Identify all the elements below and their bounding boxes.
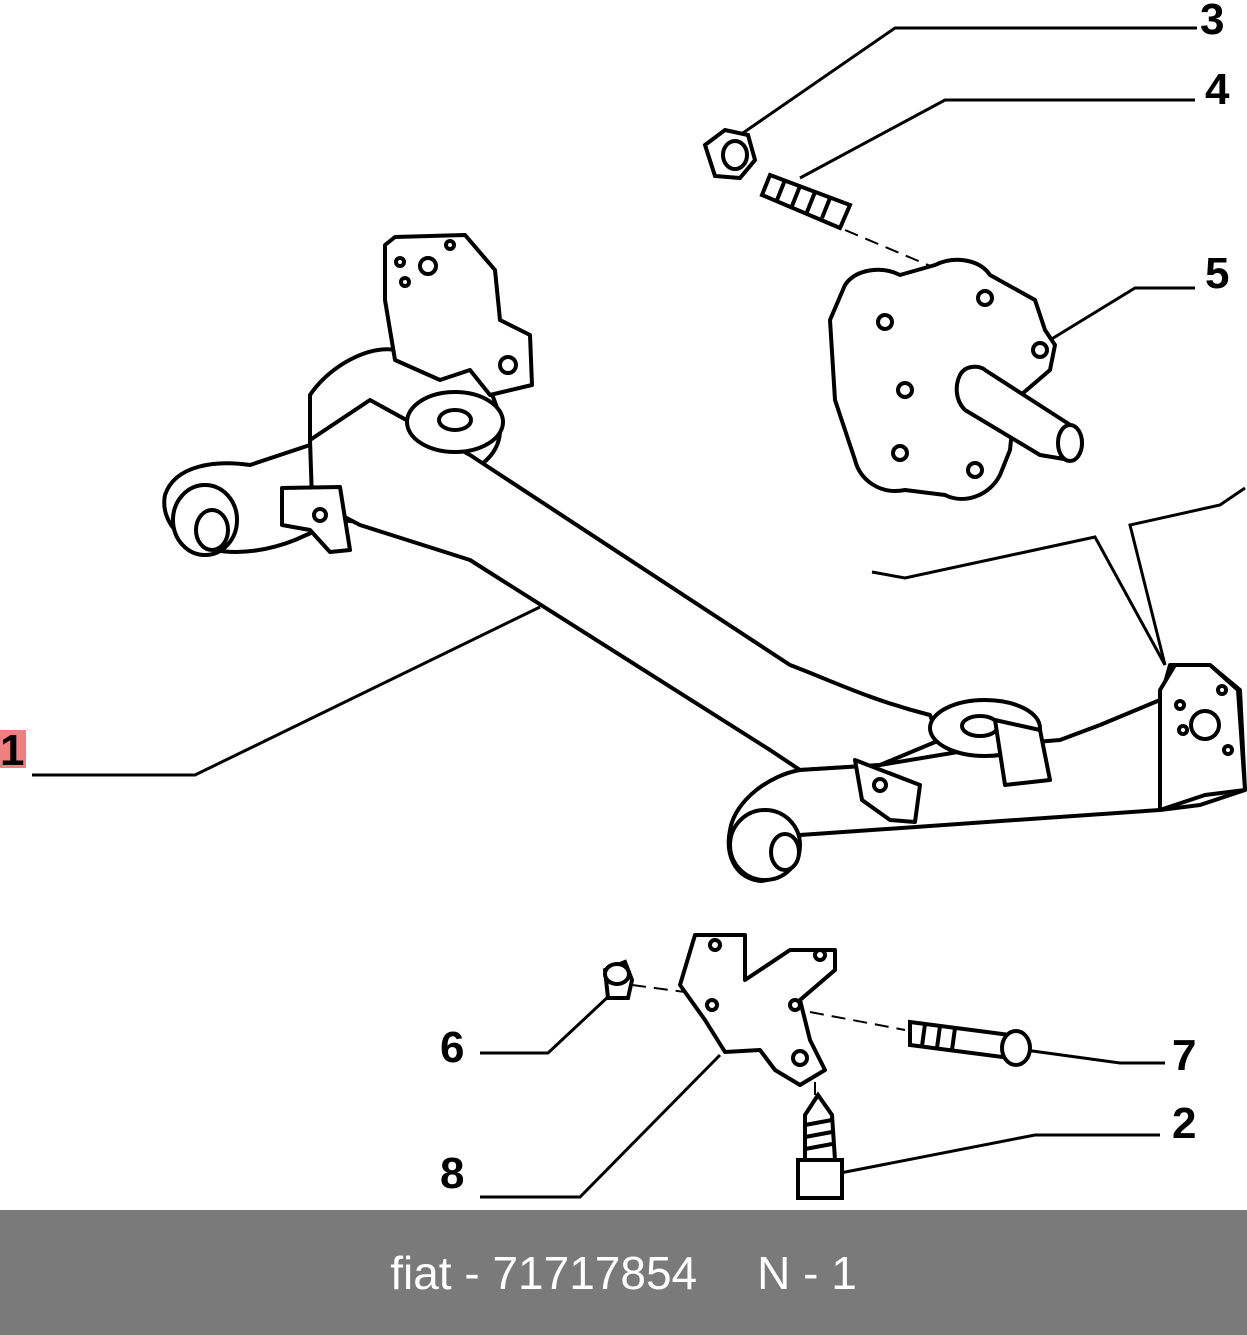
callout-2: 2 [1172,1099,1196,1148]
callout-6: 6 [440,1023,464,1072]
parts-diagram: 1 2 3 4 5 6 7 8 [0,0,1247,1200]
callout-1: 1 [0,726,24,775]
bushing-part-6 [602,959,635,1000]
stud-part-4 [759,172,853,231]
bracket-part-8 [678,933,837,1087]
leader-line-3 [739,26,1197,137]
callout-5: 5 [1205,249,1229,298]
callout-1-highlight [0,730,26,768]
leader-line-arm-2 [1128,486,1246,666]
leader-line-2 [829,1133,1160,1177]
leader-line-arm [871,535,1167,666]
leader-line-4 [799,98,1195,180]
callout-7: 7 [1172,1031,1196,1080]
footer-bar: fiat - 71717854 N - 1 [0,1210,1247,1335]
footer-brand-part: fiat - 71717854 [390,1246,698,1299]
leader-line-6 [480,993,612,1055]
footer-page: N - 1 [757,1246,857,1299]
callout-4: 4 [1205,65,1230,114]
bolt-part-2 [796,1091,844,1200]
callout-8: 8 [440,1149,464,1198]
leader-lines [32,26,1246,1199]
wheel-hub [828,257,1084,501]
leader-line-7 [1024,1048,1165,1065]
rear-axle-beam [162,233,1247,883]
leader-line-1 [32,605,541,777]
leader-line-8 [480,1053,722,1199]
nut-part-3 [702,127,758,181]
callouts: 1 2 3 4 5 6 7 8 [0,0,1230,1198]
leader-line-5 [1049,286,1195,342]
bolt-part-7 [908,1019,1032,1067]
callout-3: 3 [1200,0,1224,44]
